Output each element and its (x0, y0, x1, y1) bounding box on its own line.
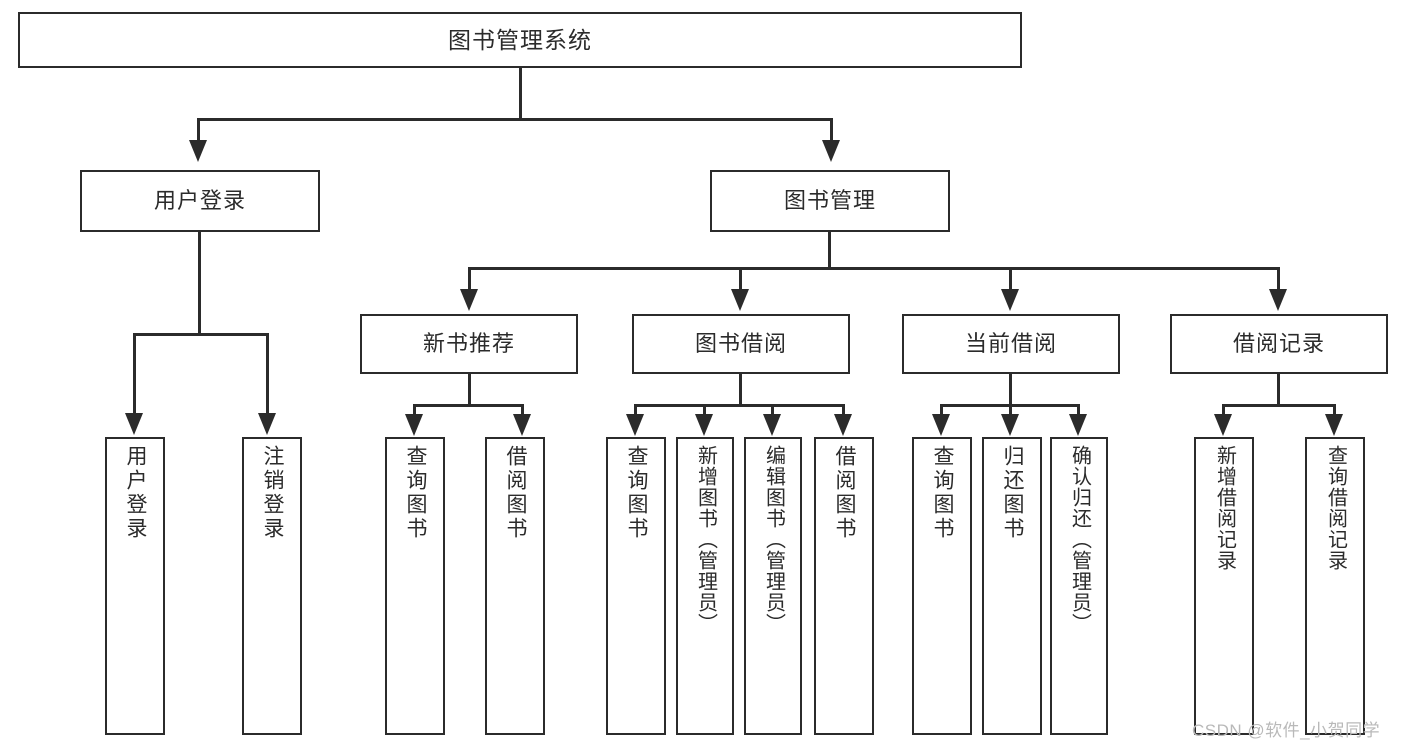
node-label: 查询图书 (931, 445, 955, 541)
node-label: 新增借阅记录 (1213, 445, 1236, 571)
node-new-book-recommend[interactable]: 新书推荐 (360, 314, 578, 374)
node-label: 归还图书 (1001, 445, 1025, 541)
connector-root-bus (197, 118, 833, 121)
node-leaf-user-logout[interactable]: 注销登录 (242, 437, 302, 735)
node-label: 用户登录 (153, 188, 246, 214)
connector-bm-drop-2 (739, 267, 742, 291)
arrowhead-to-leaf-user-logout (258, 413, 276, 435)
node-label: 借阅图书 (504, 445, 528, 541)
connector-br-drop-2 (1333, 404, 1336, 416)
node-current-borrow[interactable]: 当前借阅 (902, 314, 1120, 374)
connector-bb-drop-4 (842, 404, 845, 416)
arrowhead-to-leaf-user-login (125, 413, 143, 435)
node-leaf-confirm-return[interactable]: 确认归还（管理员） (1050, 437, 1108, 735)
connector-bb-drop-2 (703, 404, 706, 416)
arrowhead-to-current-borrow (1001, 289, 1019, 311)
node-book-borrow[interactable]: 图书借阅 (632, 314, 850, 374)
arrowhead-to-borrow-record (1269, 289, 1287, 311)
connector-user-login-drop-1 (133, 333, 136, 415)
connector-bb-bus (634, 404, 845, 407)
arrowhead-to-leaf-edit-book (763, 414, 781, 436)
connector-nbr-drop-2 (521, 404, 524, 416)
connector-br-drop-1 (1222, 404, 1225, 416)
connector-bb-drop-3 (771, 404, 774, 416)
connector-bm-drop-3 (1009, 267, 1012, 291)
connector-br-bus (1222, 404, 1336, 407)
connector-book-manage-stem (828, 232, 831, 269)
connector-cb-stem (1009, 374, 1012, 406)
connector-root-drop-left (197, 118, 200, 142)
node-leaf-query-book-1[interactable]: 查询图书 (385, 437, 445, 735)
arrowhead-to-book-borrow (731, 289, 749, 311)
node-label: 注销登录 (261, 445, 285, 541)
connector-nbr-bus (413, 404, 524, 407)
node-leaf-add-book[interactable]: 新增图书（管理员） (676, 437, 734, 735)
node-leaf-query-record[interactable]: 查询借阅记录 (1305, 437, 1365, 735)
connector-bm-drop-4 (1277, 267, 1280, 291)
connector-cb-drop-2 (1009, 404, 1012, 416)
node-root-system[interactable]: 图书管理系统 (18, 12, 1022, 68)
arrowhead-to-leaf-query-book-1 (405, 414, 423, 436)
node-label: 新增图书（管理员） (694, 445, 717, 634)
arrowhead-to-leaf-add-record (1214, 414, 1232, 436)
connector-nbr-drop-1 (413, 404, 416, 416)
arrowhead-to-leaf-confirm-return (1069, 414, 1087, 436)
connector-user-login-bus (133, 333, 269, 336)
connector-cb-drop-3 (1077, 404, 1080, 416)
connector-bb-stem (739, 374, 742, 406)
connector-user-login-stem (198, 232, 201, 335)
connector-cb-drop-1 (940, 404, 943, 416)
node-label: 用户登录 (124, 445, 148, 541)
node-leaf-query-book-3[interactable]: 查询图书 (912, 437, 972, 735)
node-leaf-return-book[interactable]: 归还图书 (982, 437, 1042, 735)
node-borrow-record[interactable]: 借阅记录 (1170, 314, 1388, 374)
node-label: 当前借阅 (964, 331, 1057, 357)
connector-root-stem (519, 68, 522, 120)
connector-user-login-drop-2 (266, 333, 269, 415)
node-leaf-add-record[interactable]: 新增借阅记录 (1194, 437, 1254, 735)
arrowhead-to-user-login (189, 140, 207, 162)
node-label: 图书管理系统 (448, 26, 592, 53)
connector-nbr-stem (468, 374, 471, 406)
node-label: 新书推荐 (422, 331, 515, 357)
node-leaf-borrow-book-1[interactable]: 借阅图书 (485, 437, 545, 735)
connector-bb-drop-1 (634, 404, 637, 416)
arrowhead-to-leaf-borrow-book-2 (834, 414, 852, 436)
node-user-login[interactable]: 用户登录 (80, 170, 320, 232)
arrowhead-to-leaf-return-book (1001, 414, 1019, 436)
connector-book-manage-bus (468, 267, 1280, 270)
node-label: 查询图书 (404, 445, 428, 541)
node-label: 借阅图书 (833, 445, 857, 541)
arrowhead-to-leaf-borrow-book-1 (513, 414, 531, 436)
node-label: 图书管理 (783, 188, 876, 214)
node-label: 图书借阅 (694, 331, 787, 357)
node-label: 借阅记录 (1232, 331, 1325, 357)
arrowhead-to-book-manage (822, 140, 840, 162)
connector-root-drop-right (830, 118, 833, 142)
node-leaf-query-book-2[interactable]: 查询图书 (606, 437, 666, 735)
node-label: 查询借阅记录 (1324, 445, 1347, 571)
node-leaf-edit-book[interactable]: 编辑图书（管理员） (744, 437, 802, 735)
arrowhead-to-new-book-recommend (460, 289, 478, 311)
node-leaf-borrow-book-2[interactable]: 借阅图书 (814, 437, 874, 735)
node-label: 编辑图书（管理员） (762, 445, 785, 634)
connector-bm-drop-1 (468, 267, 471, 291)
node-label: 查询图书 (625, 445, 649, 541)
arrowhead-to-leaf-add-book (695, 414, 713, 436)
connector-br-stem (1277, 374, 1280, 406)
node-leaf-user-login[interactable]: 用户登录 (105, 437, 165, 735)
node-book-manage[interactable]: 图书管理 (710, 170, 950, 232)
arrowhead-to-leaf-query-book-3 (932, 414, 950, 436)
arrowhead-to-leaf-query-book-2 (626, 414, 644, 436)
arrowhead-to-leaf-query-record (1325, 414, 1343, 436)
node-label: 确认归还（管理员） (1068, 445, 1091, 634)
